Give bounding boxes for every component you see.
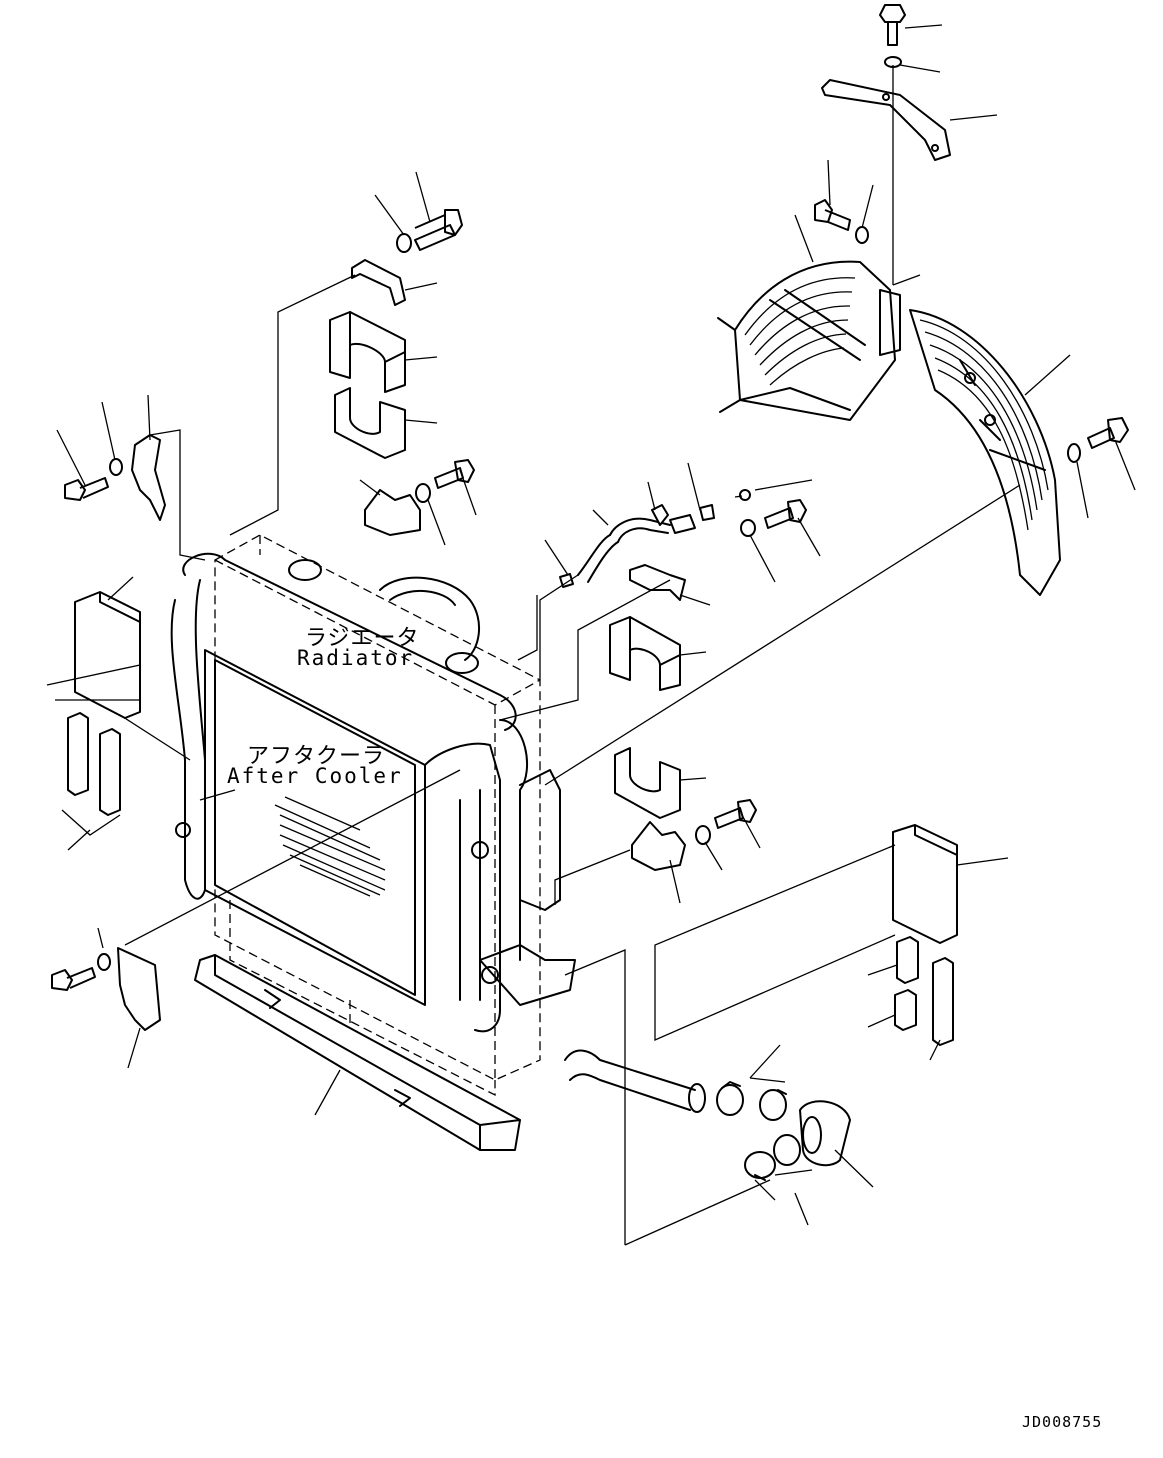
bolts xyxy=(51,4,1129,991)
rubber-connector xyxy=(799,1100,851,1167)
fan-shroud-right xyxy=(909,309,1061,596)
stay-left-upper xyxy=(131,434,166,521)
aftercooler-label-en: After Cooler xyxy=(227,764,403,788)
rubber-mount-upper-right xyxy=(609,616,681,691)
drawing-code: JD008755 xyxy=(1022,1413,1103,1431)
bracket-mid-left xyxy=(364,489,421,536)
radiator-label-jp: ラジエータ xyxy=(305,626,420,651)
intake-hose xyxy=(564,1049,706,1113)
seal-strip-1 xyxy=(67,712,89,796)
hose-fitting xyxy=(559,489,751,588)
rubber-mount-lower-left xyxy=(334,387,406,459)
side-cover-left xyxy=(74,591,141,719)
hose-clamps xyxy=(716,1081,801,1181)
radiator-assembly xyxy=(170,534,576,1097)
seal-strip-3 xyxy=(896,936,919,984)
callout-leaders xyxy=(56,24,1136,1226)
rubber-mount-upper-left xyxy=(329,311,406,393)
bracket-mid-right xyxy=(629,564,686,601)
bracket-lower-right xyxy=(631,821,686,871)
core-grille xyxy=(274,796,386,897)
rubber-mount-lower-right xyxy=(614,747,681,819)
guide-lines xyxy=(46,65,1021,1246)
radiator-label-en: Radiator xyxy=(297,646,415,670)
stay-left-lower xyxy=(117,947,161,1031)
seal-strip-2 xyxy=(99,728,121,816)
side-cover-right xyxy=(892,824,958,944)
shroud-stay xyxy=(821,79,951,161)
fan-shroud-left xyxy=(717,260,901,421)
seal-strip-5 xyxy=(932,957,954,1046)
aftercooler-label-jp: アフタクーラ xyxy=(247,744,386,769)
seal-strip-4 xyxy=(894,989,917,1031)
bracket-top xyxy=(351,259,406,306)
